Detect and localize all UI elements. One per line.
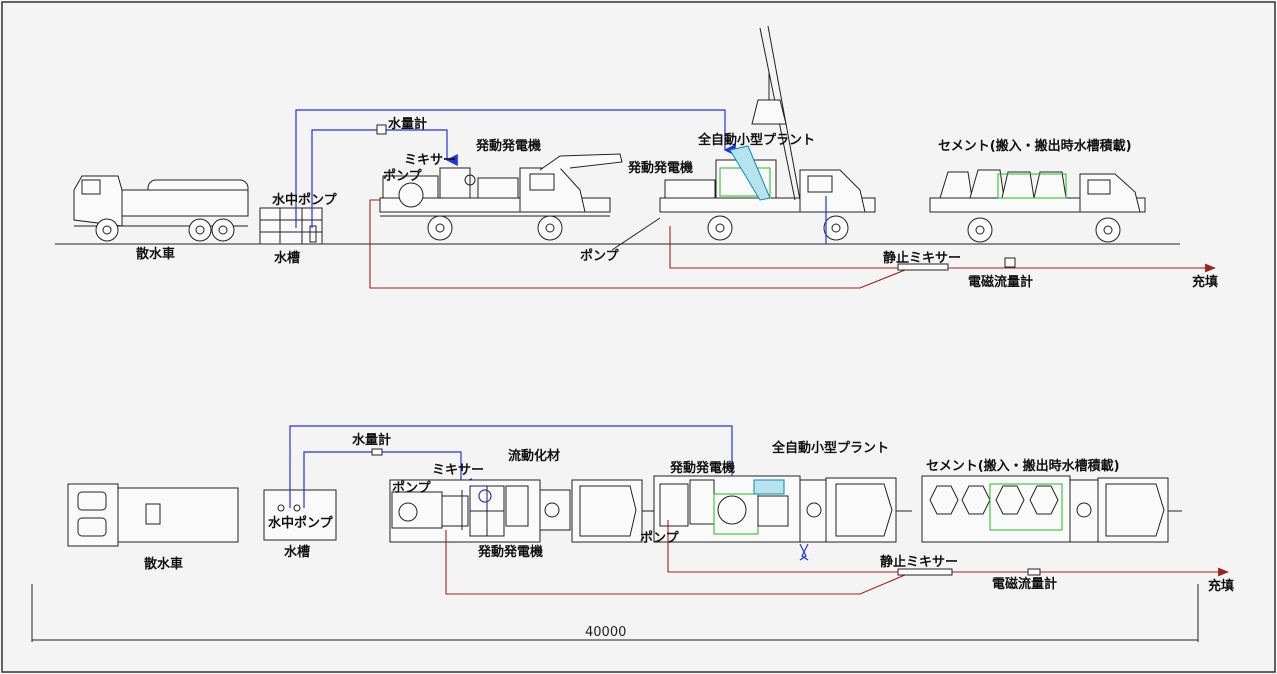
output-line-plan	[667, 520, 1230, 577]
label-pump-lower: ポンプ	[580, 248, 620, 264]
label-plan-water-tank: 水槽	[284, 544, 310, 560]
slurry-line-side	[369, 199, 911, 289]
label-static-mixer: 静止ミキサー	[883, 250, 961, 266]
pump-truck-side	[379, 153, 623, 241]
slurry-line-plan	[445, 530, 913, 595]
label-water-meter: 水量計	[388, 116, 427, 132]
label-plan-water-meter: 水量計	[352, 432, 391, 448]
em-flowmeter-icon	[1004, 257, 1016, 268]
label-sprinkler-truck: 散水車	[136, 246, 175, 262]
water-line-top	[295, 109, 736, 228]
static-mixer-icon	[897, 263, 949, 271]
label-mixer: ミキサー	[404, 153, 456, 168]
water-line-plan-top	[289, 425, 743, 508]
water-tank-plan	[263, 489, 337, 541]
label-cement: セメント(搬入・搬出時水槽積載)	[938, 138, 1132, 154]
label-plan-sprinkler-truck: 散水車	[144, 556, 183, 572]
water-meter-plan-icon	[371, 448, 383, 456]
dimension-total-length: 40000	[585, 625, 626, 640]
output-line-side	[669, 226, 1217, 273]
cement-unit-plan	[921, 475, 1182, 543]
label-water-tank: 水槽	[274, 250, 300, 266]
side-view: 散水車 水槽 水中ポンプ 水量計 ミキサー ポンプ 発動発電機 発動発電機 全自…	[55, 25, 1218, 290]
plant-unit-plan	[653, 475, 912, 561]
label-plan-em-flowmeter: 電磁流量計	[992, 576, 1057, 592]
label-pump-upper: ポンプ	[383, 168, 423, 184]
label-plan-fill: 充填	[1208, 578, 1234, 594]
label-plan-cement: セメント(搬入・搬出時水槽積載)	[926, 458, 1120, 474]
label-fill: 充填	[1192, 274, 1218, 290]
label-plan-pump-2: ポンプ	[640, 530, 680, 546]
label-auto-plant: 全自動小型プラント	[697, 132, 815, 148]
label-em-flowmeter: 電磁流量計	[968, 274, 1033, 290]
label-plan-pump-1: ポンプ	[392, 480, 432, 496]
sprinkler-truck-plan	[67, 483, 239, 547]
label-generator-2: 発動発電機	[627, 160, 693, 176]
plan-view: 散水車 水槽 水中ポンプ 水量計 ミキサー ポンプ 流動化材 発動発電機 発動発…	[67, 425, 1234, 595]
label-generator-1: 発動発電機	[475, 138, 541, 154]
water-tank-side	[259, 207, 323, 245]
label-plan-static-mixer: 静止ミキサー	[880, 554, 958, 570]
dimension-line: 40000	[31, 584, 1199, 642]
em-flowmeter-plan-icon	[1027, 568, 1041, 576]
label-plan-auto-plant: 全自動小型プラント	[771, 440, 889, 456]
plant-truck-side	[659, 25, 876, 244]
pump-unit-plan	[389, 479, 660, 543]
label-plan-generator-2: 発動発電機	[669, 460, 735, 476]
label-plan-generator-1: 発動発電機	[477, 544, 543, 560]
cement-truck-side	[929, 169, 1146, 243]
static-mixer-plan-icon	[897, 568, 953, 576]
sprinkler-truck-side	[73, 175, 249, 242]
label-plan-fluidizer: 流動化材	[508, 448, 560, 464]
label-plan-mixer: ミキサー	[432, 463, 484, 478]
label-plan-submersible-pump: 水中ポンプ	[268, 515, 334, 531]
label-submersible-pump: 水中ポンプ	[272, 192, 338, 208]
water-meter-icon	[376, 124, 387, 135]
